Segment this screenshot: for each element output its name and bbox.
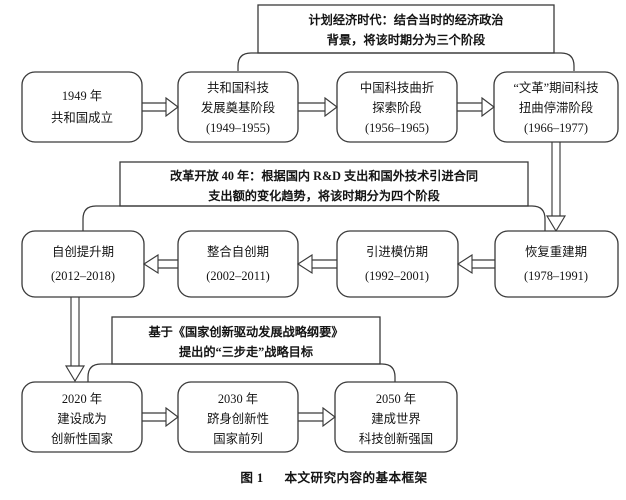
note-planned-economy-bracket [237,52,575,71]
node-goal-2020-line-3: 创新性国家 [51,431,113,446]
arrow-foundation-to-exploration [298,96,338,118]
arrow-introduce-to-integration [296,253,337,275]
note-reform-opening-box [119,161,529,207]
row-strategic-goals-group: 2020 年 建设成为 创新性国家 2030 年 跻身创新性 国家前列 2050… [21,381,458,453]
node-integration-self-innovation[interactable] [177,230,299,298]
node-goal-2030-line-2: 跻身创新性 [207,411,269,426]
node-goal-2030-line-1: 2030 年 [218,392,258,406]
note-innovation-outline-bracket [87,363,396,382]
node-exploration-stage-line-1: 中国科技曲折 [360,80,434,95]
node-cultural-revolution-stage-line-2: 扭曲停滞阶段 [519,100,593,115]
row-reform-opening-group: 自创提升期 (2012–2018) 整合自创期 (2002–2011) 引进模仿… [21,230,619,298]
note-innovation-outline-line-1: 基于《国家创新驱动发展战略纲要》 [148,324,344,339]
node-recovery-rebuild-line-1: 恢复重建期 [525,245,587,259]
node-introduce-imitate-line-1: 引进模仿期 [366,245,428,259]
node-1949-founding-line-1: 1949 年 [62,89,102,103]
note-reform-opening-group: 改革开放 40 年：根据国内 R&D 支出和国外技术引进合同 支出额的变化趋势，… [82,161,546,231]
node-exploration-stage-line-3: (1956–1965) [365,121,429,135]
node-integration-self-innovation-line-2: (2002–2011) [206,269,270,283]
note-planned-economy-box [257,4,555,54]
node-goal-2050-line-2: 建成世界 [371,412,421,426]
node-foundation-stage-line-1: 共和国科技 [207,81,269,95]
node-foundation-stage-line-2: 发展奠基阶段 [201,100,275,115]
node-self-innovation-upgrade-line-2: (2012–2018) [51,269,115,283]
node-goal-2050-line-3: 科技创新强国 [359,431,433,446]
arrow-recovery-to-introduce [456,253,495,275]
node-introduce-imitate[interactable] [336,230,459,298]
arrow-integration-to-self-innovation [142,253,178,275]
row-strategic-goals-arrows [142,406,336,428]
node-exploration-stage-line-2: 探索阶段 [372,100,422,115]
node-goal-2020-line-1: 2020 年 [62,392,102,406]
arrow-goal-2020-to-2030 [142,406,179,428]
note-planned-economy-line-1: 计划经济时代：结合当时的经济政治 [309,12,504,27]
row-planned-economy-group: 1949 年 共和国成立 共和国科技 发展奠基阶段 (1949–1955) 中国… [21,71,619,143]
row-reform-opening-arrows [142,253,495,275]
note-innovation-outline-group: 基于《国家创新驱动发展战略纲要》 提出的“三步走”战略目标 [87,316,396,382]
node-goal-2020[interactable] [21,381,143,453]
arrow-self-innovation-to-goal-2020 [64,297,86,383]
note-innovation-outline-line-2: 提出的“三步走”战略目标 [179,344,313,359]
figure-caption-label: 图 1 [240,471,263,485]
arrow-exploration-to-cultural-revolution [457,96,495,118]
note-reform-opening-line-2: 支出额的变化趋势，将该时期分为四个阶段 [207,188,440,203]
node-1949-founding-line-2: 共和国成立 [51,110,113,125]
node-recovery-rebuild-line-2: (1978–1991) [524,269,588,283]
node-introduce-imitate-line-2: (1992–2001) [365,269,429,283]
arrow-1949-to-foundation [142,96,179,118]
row-planned-economy-arrows [142,96,495,118]
node-recovery-rebuild[interactable] [494,230,619,298]
node-self-innovation-upgrade[interactable] [21,230,145,298]
figure-caption: 图 1 本文研究内容的基本框架 [240,470,427,485]
node-goal-2030-line-3: 国家前列 [213,431,263,446]
node-cultural-revolution-stage-line-3: (1966–1977) [524,121,588,135]
node-cultural-revolution-stage-line-1: “文革”期间科技 [513,80,598,95]
note-reform-opening-bracket [82,205,546,231]
node-goal-2050-line-1: 2050 年 [376,392,416,406]
note-planned-economy-group: 计划经济时代：结合当时的经济政治 背景，将该时期分为三个阶段 [237,4,575,71]
note-planned-economy-line-2: 背景，将该时期分为三个阶段 [327,32,486,47]
node-self-innovation-upgrade-line-1: 自创提升期 [52,244,114,259]
node-foundation-stage-line-3: (1949–1955) [206,121,270,135]
note-reform-opening-line-1: 改革开放 40 年：根据国内 R&D 支出和国外技术引进合同 [170,168,478,183]
arrow-goal-2030-to-2050 [298,406,336,428]
node-goal-2020-line-2: 建设成为 [57,411,107,426]
arrow-cultural-revolution-to-recovery [545,142,567,233]
node-integration-self-innovation-line-1: 整合自创期 [207,244,269,259]
node-1949-founding[interactable] [21,71,143,143]
figure-caption-title: 本文研究内容的基本框架 [285,470,428,485]
